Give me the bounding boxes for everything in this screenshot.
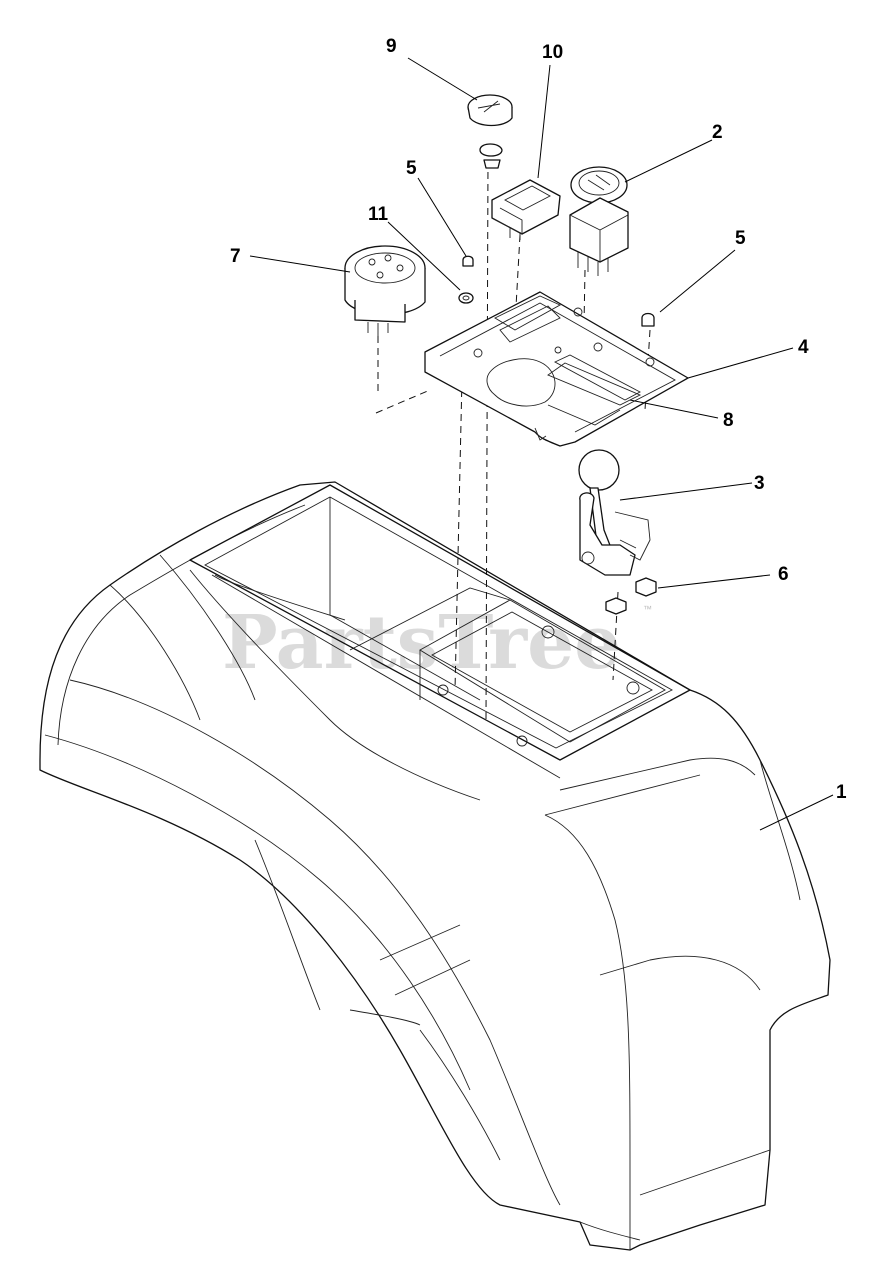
part-10-rocker-switch bbox=[491, 179, 561, 240]
callout-11: 11 bbox=[368, 204, 389, 225]
callout-5a: 5 bbox=[406, 158, 417, 179]
part-11-washer bbox=[458, 292, 474, 304]
callout-10: 10 bbox=[542, 42, 563, 63]
callout-2: 2 bbox=[712, 122, 723, 143]
callout-7: 7 bbox=[230, 246, 241, 267]
watermark: PartsTree bbox=[222, 600, 621, 686]
callouts: 9 10 2 5 11 5 7 4 8 3 6 1 bbox=[230, 36, 847, 803]
part-6-nut bbox=[605, 577, 657, 615]
callout-4: 4 bbox=[798, 337, 809, 358]
callout-8: 8 bbox=[723, 410, 734, 431]
part-7-key-switch bbox=[344, 245, 426, 336]
part-9-knob bbox=[467, 94, 513, 169]
part-8-slot-plate bbox=[554, 354, 641, 401]
leader-lines bbox=[249, 57, 834, 831]
part-2-switch bbox=[569, 166, 629, 276]
watermark-trademark: ™ bbox=[643, 604, 652, 614]
callout-6: 6 bbox=[778, 564, 789, 585]
callout-9: 9 bbox=[386, 36, 397, 57]
part-3-lever bbox=[578, 449, 651, 576]
part-1-fender bbox=[39, 481, 831, 1251]
part-4-mounting-plate bbox=[424, 291, 689, 447]
callout-3: 3 bbox=[754, 473, 765, 494]
callout-1: 1 bbox=[836, 782, 847, 803]
callout-5b: 5 bbox=[735, 228, 746, 249]
part-5-screw-left bbox=[462, 255, 474, 267]
part-5-screw-right bbox=[641, 312, 655, 327]
